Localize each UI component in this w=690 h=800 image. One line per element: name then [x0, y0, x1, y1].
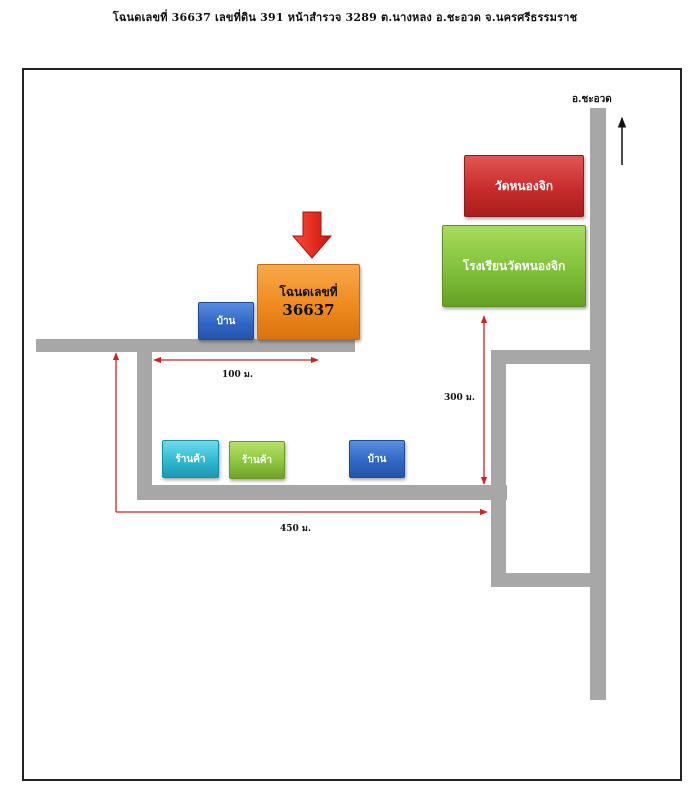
shop-2-block: ร้านค้า [229, 441, 285, 479]
map-title: โฉนดเลขที่ 36637 เลขที่ดิน 391 หน้าสำรวจ… [112, 11, 578, 24]
map-frame [22, 68, 682, 781]
shop-2-label: ร้านค้า [241, 454, 273, 466]
land-plot-block: โฉนดเลขที่ 36637 [257, 264, 360, 340]
road-bottom-horizontal [137, 485, 507, 500]
distance-300-label: 300 ม. [444, 393, 475, 403]
house-bottom-block: บ้าน [349, 440, 405, 478]
distance-450-label: 450 ม. [280, 524, 311, 534]
road-upper-connector [491, 350, 606, 364]
school-block: โรงเรียนวัดหนองจิก [442, 225, 586, 307]
land-plot-number: 36637 [282, 301, 335, 319]
temple-block: วัดหนองจิก [464, 155, 584, 217]
house-top-label: บ้าน [216, 315, 236, 327]
road-main-vertical [590, 108, 606, 700]
road-lower-connector [491, 573, 606, 587]
land-plot-label: โฉนดเลขที่ [279, 285, 338, 299]
red-down-arrow-icon [291, 211, 333, 259]
distance-100-label: 100 ม. [222, 370, 253, 380]
road-top-left [36, 339, 355, 352]
shop-1-label: ร้านค้า [175, 453, 206, 465]
school-label: โรงเรียนวัดหนองจิก [462, 258, 566, 273]
road-inner-vertical [491, 350, 506, 586]
direction-label: อ.ชะอวด [572, 94, 612, 105]
house-bottom-label: บ้าน [367, 453, 387, 465]
house-top-block: บ้าน [198, 302, 254, 340]
shop-1-block: ร้านค้า [162, 440, 219, 478]
road-left-vertical [137, 339, 152, 500]
temple-label: วัดหนองจิก [494, 178, 553, 193]
